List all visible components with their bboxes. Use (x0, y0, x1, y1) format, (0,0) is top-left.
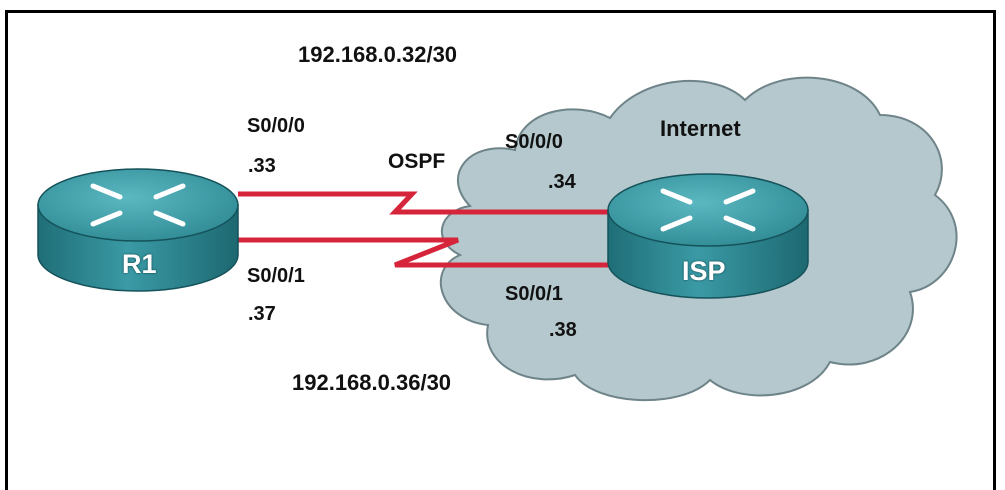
protocol-label: OSPF (388, 150, 446, 173)
router-r1-label: R1 (122, 249, 157, 279)
diagram-frame (5, 10, 996, 490)
router-isp-label: ISP (682, 256, 726, 286)
router-r1-icon (37, 168, 239, 292)
isp-s001-name: S0/0/1 (505, 283, 563, 305)
isp-s001-ip: .38 (549, 319, 577, 341)
router-isp-icon (607, 173, 809, 299)
cloud-label: Internet (660, 116, 741, 141)
isp-s000-name: S0/0/0 (505, 131, 563, 153)
serial-link-top (238, 191, 610, 215)
r1-s000-name: S0/0/0 (247, 115, 305, 137)
serial-link-bottom (238, 237, 610, 268)
r1-s000-ip: .33 (248, 155, 276, 177)
r1-s001-ip: .37 (248, 303, 276, 325)
r1-s001-name: S0/0/1 (247, 265, 305, 287)
serial-links (238, 191, 610, 268)
subnet-top-label: 192.168.0.32/30 (298, 42, 458, 67)
isp-s000-ip: .34 (548, 171, 576, 193)
subnet-bottom-label: 192.168.0.36/30 (292, 370, 452, 395)
